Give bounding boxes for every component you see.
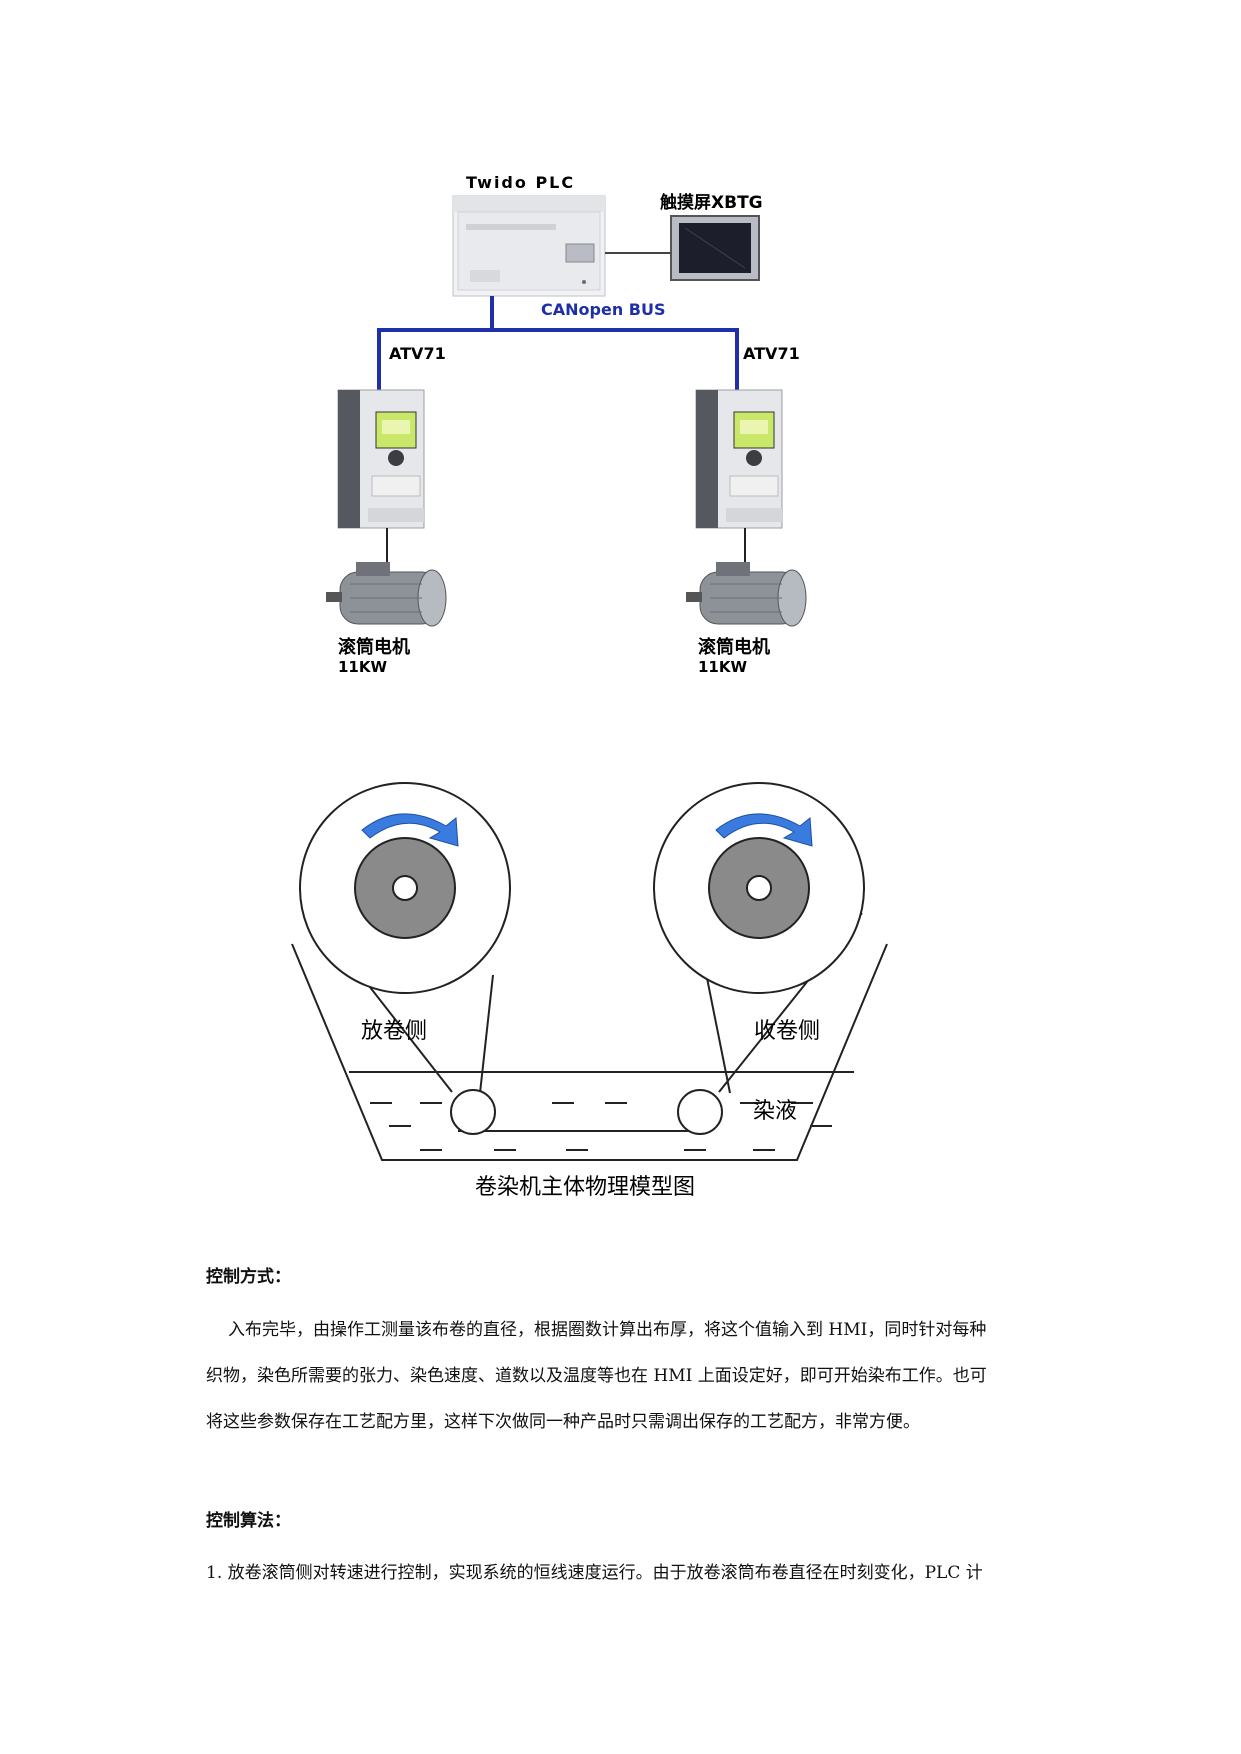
- unwind-label: 放卷侧: [361, 1019, 427, 1044]
- model-diagram: 放卷侧 收卷侧 染液 卷染机主体物理模型图: [0, 780, 1241, 1220]
- control-mode-line-2: 织物，染色所需要的张力、染色速度、道数以及温度等也在 HMI 上面设定好，即可开…: [206, 1353, 1046, 1399]
- motor-right-power: 11KW: [698, 658, 747, 676]
- algorithm-line-1: 1. 放卷滚筒侧对转速进行控制，实现系统的恒线速度运行。由于放卷滚筒布卷直径在时…: [206, 1550, 1046, 1596]
- plc-device-image: [453, 196, 605, 296]
- drive-right-image: [696, 390, 782, 528]
- system-diagram: Twido PLC 触摸屏XBTG CANopen BUS ATV71 ATV7…: [0, 0, 1241, 720]
- hmi-screen-image: [671, 216, 759, 280]
- drive-right-label: ATV71: [743, 344, 800, 363]
- control-mode-title: 控制方式：: [206, 1262, 291, 1287]
- drive-left-label: ATV71: [389, 344, 446, 363]
- liquid-label: 染液: [753, 1099, 797, 1124]
- guide-roller-left: [451, 1090, 495, 1134]
- control-mode-paragraph: 入布完毕，由操作工测量该布卷的直径，根据圈数计算出布厚，将这个值输入到 HMI，…: [206, 1307, 1046, 1445]
- drive-left-image: [338, 390, 424, 528]
- control-mode-line-1: 入布完毕，由操作工测量该布卷的直径，根据圈数计算出布厚，将这个值输入到 HMI，…: [206, 1307, 1046, 1353]
- model-caption: 卷染机主体物理模型图: [475, 1175, 695, 1200]
- motor-right-image: [686, 562, 806, 626]
- rewind-label: 收卷侧: [754, 1019, 820, 1044]
- motor-left-power: 11KW: [338, 658, 387, 676]
- guide-roller-right: [678, 1090, 722, 1134]
- bus-label: CANopen BUS: [541, 300, 665, 319]
- algorithm-paragraph: 1. 放卷滚筒侧对转速进行控制，实现系统的恒线速度运行。由于放卷滚筒布卷直径在时…: [206, 1550, 1046, 1596]
- motor-right-name: 滚筒电机: [698, 636, 770, 658]
- algorithm-title: 控制算法：: [206, 1506, 291, 1531]
- plc-label: Twido PLC: [466, 173, 575, 192]
- motor-left-image: [326, 562, 446, 626]
- motor-left-name: 滚筒电机: [338, 636, 410, 658]
- hmi-label: 触摸屏XBTG: [659, 192, 763, 213]
- control-mode-line-3: 将这些参数保存在工艺配方里，这样下次做同一种产品时只需调出保存的工艺配方，非常方…: [206, 1399, 1046, 1445]
